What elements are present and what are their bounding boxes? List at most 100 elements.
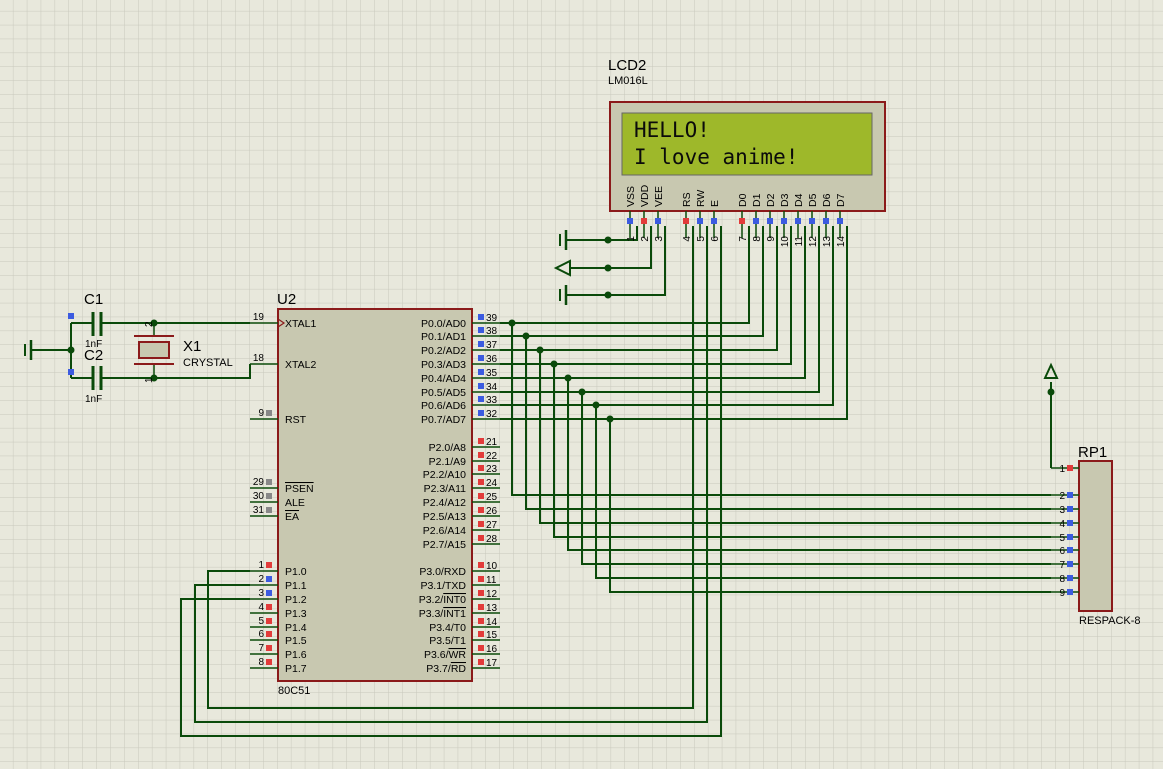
mcu-pin-state — [266, 479, 272, 485]
mcu-pin-number: 9 — [258, 408, 264, 419]
mcu-pin-state — [266, 507, 272, 513]
lcd-pin-number: 7 — [738, 236, 749, 242]
data-bus-wire — [500, 226, 806, 379]
crystal-x1[interactable]: X1 CRYSTAL 2 1 — [134, 321, 233, 383]
data-bus-wire — [500, 226, 848, 420]
data-bus-wire — [500, 226, 820, 393]
mcu-pin-number: 17 — [486, 658, 498, 669]
pullup-wire — [553, 364, 1051, 538]
mcu-pin-state — [478, 618, 484, 624]
mcu-component[interactable]: U2 80C51 19XTAL118XTAL29RST29PSEN30ALE31… — [250, 291, 500, 697]
lcd-pin-name: D5 — [807, 193, 819, 207]
junction-dot — [604, 291, 612, 299]
mcu-pin-name: P1.1 — [285, 580, 307, 592]
mcu-pin-number: 15 — [486, 630, 498, 641]
mcu-pin-state — [478, 604, 484, 610]
mcu-pin-state — [478, 493, 484, 499]
lcd-pin-name: RS — [681, 192, 693, 207]
data-bus-wire — [500, 226, 792, 365]
lcd-pin-state — [781, 218, 787, 224]
mcu-pin-state — [478, 383, 484, 389]
mcu-pin-number: 30 — [253, 491, 265, 502]
data-bus-wire — [500, 226, 778, 351]
junction-dot — [578, 388, 586, 396]
rp1-pin-state — [1067, 561, 1073, 567]
pin-name-prefix: P3.2/ — [419, 594, 444, 606]
capacitor-c2[interactable]: C2 1nF — [68, 347, 103, 405]
junctions-layer — [67, 236, 1055, 423]
data-bus-wire — [500, 226, 764, 337]
lcd-pin-state — [641, 218, 647, 224]
mcu-pin-number: 21 — [486, 437, 498, 448]
mcu-pin-state — [478, 410, 484, 416]
pin-name-overlined: WR — [449, 649, 467, 661]
mcu-pin-number: 12 — [486, 589, 498, 600]
mcu-pin-name: P2.1/A9 — [429, 456, 467, 468]
mcu-pin-state — [266, 576, 272, 582]
mcu-pin-name: P3.3/INT1 — [419, 608, 466, 620]
lcd-pins: VSS1VDD2VEE3RS4RW5E6D07D18D29D310D411D51… — [625, 184, 847, 247]
mcu-pin-number: 28 — [486, 534, 498, 545]
rp1-pin-number: 8 — [1059, 574, 1065, 585]
pin-name-prefix: P3.6/ — [424, 649, 449, 661]
mcu-pin-state — [266, 604, 272, 610]
mcu-pin-number: 3 — [258, 588, 264, 599]
lcd-pin-name: D4 — [793, 193, 805, 207]
lcd-vdd-wire — [572, 226, 652, 269]
mcu-pin-state — [478, 645, 484, 651]
lcd-pin-name: D2 — [765, 193, 777, 207]
lcd-pin-state — [655, 218, 661, 224]
lcd-pin-state — [739, 218, 745, 224]
mcu-pin-state — [478, 631, 484, 637]
lcd-pin-number: 8 — [752, 236, 763, 242]
lcd-pin-state — [683, 218, 689, 224]
lcd-pin-number: 2 — [640, 236, 651, 242]
lcd-pin-number: 5 — [696, 236, 707, 242]
clock-marker-icon — [277, 318, 286, 328]
pin-name-overlined: RD — [451, 663, 467, 675]
mcu-pin-name: P0.2/AD2 — [421, 345, 466, 357]
wires-layer — [38, 226, 1052, 737]
lcd-line-2: I love anime! — [634, 145, 798, 169]
junction-dot — [1047, 388, 1055, 396]
lcd-vee-wire — [572, 226, 666, 296]
lcd-pin-state — [837, 218, 843, 224]
lcd-pin-name: VSS — [625, 186, 637, 207]
rp1-pin-number: 5 — [1059, 533, 1065, 544]
mcu-left-pins: 19XTAL118XTAL29RST29PSEN30ALE31EA1P1.02P… — [250, 312, 316, 675]
mcu-pin-number: 11 — [486, 575, 497, 586]
mcu-pin-name: P1.7 — [285, 663, 307, 675]
mcu-pin-name: P0.1/AD1 — [421, 331, 466, 343]
rp1-pin-state — [1067, 492, 1073, 498]
capacitor-c1[interactable]: C1 1nF — [68, 291, 103, 350]
mcu-pin-number: 7 — [258, 643, 264, 654]
mcu-pin-state — [478, 465, 484, 471]
lcd-pin-number: 10 — [780, 236, 791, 248]
lcd-part-label: LM016L — [608, 75, 648, 87]
lcd-pin-state — [823, 218, 829, 224]
mcu-pin-name: XTAL1 — [285, 318, 316, 330]
lcd-pin-number: 1 — [626, 236, 637, 242]
junction-dot — [604, 236, 612, 244]
x1-ref-label: X1 — [183, 338, 201, 355]
mcu-pin-number: 39 — [486, 313, 498, 324]
lcd-component[interactable]: LCD2 LM016L HELLO! I love anime! VSS1VDD… — [608, 57, 886, 247]
rp1-pin-state — [1067, 547, 1073, 553]
rw-wire — [194, 226, 708, 723]
x1-pin-b: 1 — [144, 377, 155, 383]
mcu-pin-state — [478, 507, 484, 513]
mcu-pin-name: EA — [285, 511, 299, 523]
mcu-pin-state — [478, 590, 484, 596]
rp1-pin-number: 9 — [1059, 588, 1065, 599]
mcu-right-pins: 39P0.0/AD038P0.1/AD137P0.2/AD236P0.3/AD3… — [419, 313, 500, 675]
pin-name-prefix: P3.7/ — [426, 663, 451, 675]
junction-dot — [564, 374, 572, 382]
mcu-pin-state — [478, 314, 484, 320]
mcu-pin-state — [478, 479, 484, 485]
mcu-pin-number: 38 — [486, 326, 498, 337]
mcu-pin-number: 24 — [486, 478, 498, 489]
mcu-pin-state — [266, 659, 272, 665]
mcu-pin-number: 22 — [486, 451, 498, 462]
